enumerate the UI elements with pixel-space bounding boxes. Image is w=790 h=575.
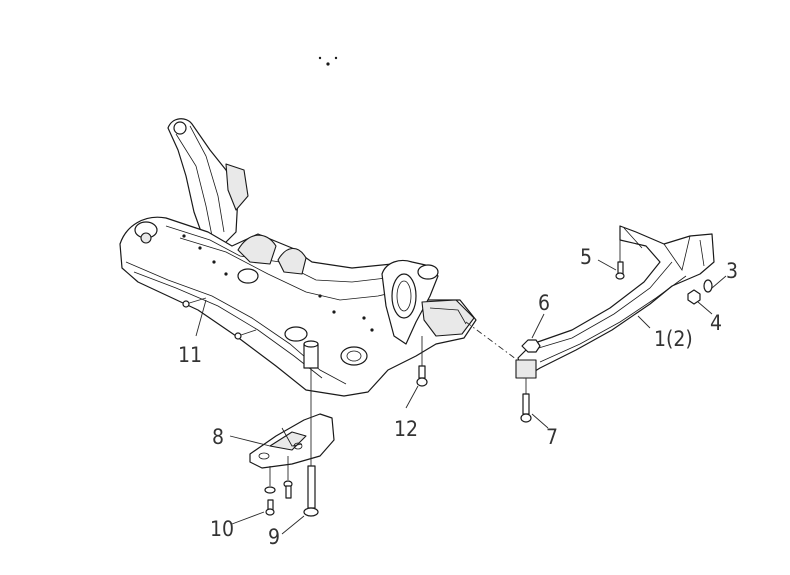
callout-1: 1(2) — [654, 327, 693, 351]
fastener-bolt-12 — [416, 336, 428, 387]
lower-mount-bracket — [249, 413, 335, 469]
fastener-bolt-9 — [303, 368, 319, 517]
assembly-axis-line — [465, 321, 521, 363]
callout-leaders — [195, 259, 727, 535]
fastener-bolt-7 — [520, 378, 532, 423]
callout-3: 3 — [726, 259, 738, 283]
callout-6: 6 — [538, 291, 550, 315]
callout-9: 9 — [268, 525, 280, 549]
fastener-bolt-4 — [687, 289, 701, 305]
front-subframe — [119, 56, 477, 397]
callout-8: 8 — [212, 425, 224, 449]
callout-12: 12 — [394, 417, 418, 441]
side-member-bracket — [515, 225, 715, 379]
callout-4: 4 — [710, 311, 722, 335]
fastener-washer-3 — [703, 279, 713, 293]
callout-10: 10 — [210, 517, 234, 541]
fastener-bolt-10 — [264, 456, 293, 516]
fastener-nut-6 — [521, 339, 541, 353]
callout-11: 11 — [178, 343, 202, 367]
callout-7: 7 — [546, 425, 558, 449]
callout-5: 5 — [580, 245, 592, 269]
fastener-bolt-5 — [615, 240, 625, 280]
